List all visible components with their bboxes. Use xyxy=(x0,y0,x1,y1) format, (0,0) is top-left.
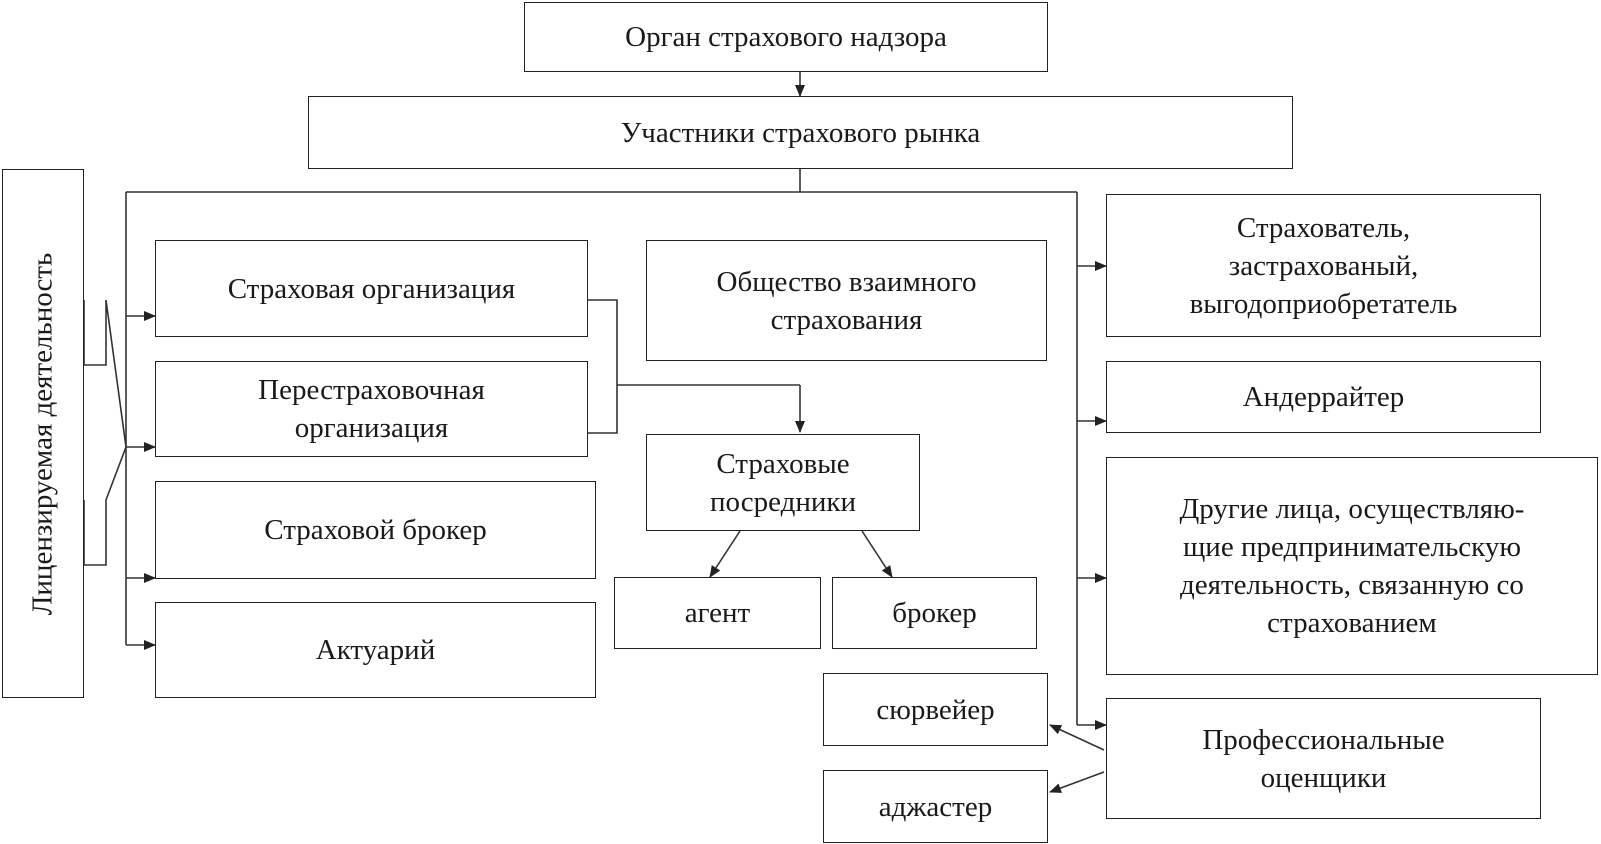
appraisers-box: Профессиональные оценщики xyxy=(1106,698,1541,819)
arrow-to-adjuster xyxy=(1049,771,1105,793)
policyholder-label: Страхователь, застрахованый, выгодоприоб… xyxy=(1189,211,1458,320)
reinsurance-org-label: Перестраховочная организация xyxy=(258,374,485,444)
surveyor-box: сюрвейер xyxy=(823,673,1048,746)
surveyor-label: сюрвейер xyxy=(876,693,995,726)
other-persons-label: Другие лица, осуществляю- щие предприним… xyxy=(1179,493,1525,639)
supervisory-body-box: Орган страхового надзора xyxy=(524,2,1048,72)
adjuster-box: аджастер xyxy=(823,770,1048,843)
supervisory-body-label: Орган страхового надзора xyxy=(625,21,947,53)
insurance-org-label: Страховая организация xyxy=(227,272,516,305)
adjuster-label: аджастер xyxy=(878,790,993,823)
org-bracket xyxy=(588,299,618,434)
agent-box: агент xyxy=(614,577,821,649)
insurance-broker-box: Страховой брокер xyxy=(155,481,596,579)
arrow-to-broker xyxy=(861,530,893,578)
broker-box: брокер xyxy=(832,577,1037,649)
arrow-to-surveyor xyxy=(1049,724,1105,751)
other-persons-box: Другие лица, осуществляю- щие предприним… xyxy=(1106,457,1598,675)
underwriter-label: Андеррайтер xyxy=(1242,381,1405,413)
underwriter-box: Андеррайтер xyxy=(1106,361,1541,433)
market-participants-label: Участники страхового рынка xyxy=(620,116,981,149)
intermediaries-box: Страховые посредники xyxy=(646,434,920,531)
broker-label: брокер xyxy=(892,597,977,629)
actuary-label: Актуарий xyxy=(315,634,436,666)
mutual-society-label: Общество взаимного страхования xyxy=(716,265,977,336)
intermediaries-label: Страховые посредники xyxy=(709,447,856,518)
licensed-activity-box: Лицензируемая деятельность xyxy=(2,169,84,698)
actuary-box: Актуарий xyxy=(155,602,596,698)
mutual-society-box: Общество взаимного страхования xyxy=(646,240,1047,361)
reinsurance-org-box: Перестраховочная организация xyxy=(155,361,588,457)
policyholder-box: Страхователь, застрахованый, выгодоприоб… xyxy=(1106,194,1541,337)
licensed-bracket-upper xyxy=(83,299,127,448)
licensed-bracket-lower xyxy=(83,446,127,566)
appraisers-label: Профессиональные оценщики xyxy=(1202,723,1445,794)
agent-label: агент xyxy=(684,597,751,629)
licensed-activity-label: Лицензируемая деятельность xyxy=(26,252,59,615)
arrow-to-agent xyxy=(709,530,741,578)
insurance-broker-label: Страховой брокер xyxy=(264,514,487,546)
market-participants-box: Участники страхового рынка xyxy=(308,96,1293,169)
insurance-org-box: Страховая организация xyxy=(155,240,588,337)
